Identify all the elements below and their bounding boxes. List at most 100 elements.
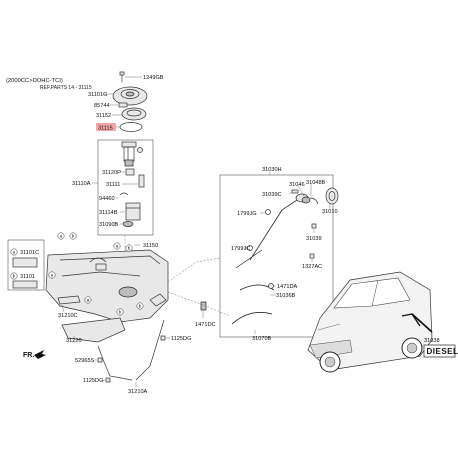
label-31101c: 31101C [20,250,39,256]
label-31210c: 31210C [58,313,78,319]
callout-b-1: b [69,232,77,240]
pad-31101-icon [12,280,38,289]
svg-text:b: b [128,246,131,251]
label-85744: 85744 [94,103,110,109]
filler-neck-box [219,174,334,338]
gasket-31115[interactable] [119,122,143,132]
svg-text:a: a [87,298,90,303]
filter-31114b[interactable] [125,202,141,221]
diesel-badge [423,344,456,358]
connector-tank-neck [167,257,221,283]
under-cover-31220[interactable] [61,317,126,343]
tank-strap-left[interactable] [97,345,133,381]
label-31036b: 31036B [276,293,296,299]
nut-52965s[interactable] [97,357,103,363]
label-31101g: 31101G [88,92,108,98]
label-1125dg-a: 1125DG [171,336,191,342]
callout-b-legend: b [10,272,18,280]
label-31010: 31010 [322,209,338,215]
fuel-pump-module-31110a[interactable] [121,141,143,167]
legend-box [7,239,45,291]
svg-text:b: b [13,274,16,279]
label-31220: 31220 [66,338,82,344]
label-94460: 94460 [99,196,115,202]
vehicle-illustration [307,271,433,373]
label-1125dg-b: 1125DG [83,378,103,384]
reference-header: REF.PARTS 14 - 31115 [40,85,92,91]
fuel-door-indicator [401,313,433,333]
label-31210a: 31210A [128,389,148,395]
callout-a-2: a [113,242,121,250]
pump-module-box [97,139,154,236]
tank-strap-right[interactable] [135,319,165,381]
label-31152: 31152 [96,113,111,119]
label-31114b: 31114B [99,210,118,216]
diesel-label: DIESEL [427,347,458,356]
bolt-1249gb[interactable] [119,71,125,82]
cap-31046[interactable] [301,196,311,204]
label-31090b: 31090B [99,222,119,228]
strainer-31090b[interactable] [122,221,134,227]
hose-31039c[interactable] [291,189,299,194]
connector-tank-hose [167,291,231,317]
label-52965s: 52965S [75,358,95,364]
hose-31070b[interactable] [231,312,273,325]
svg-text:b: b [72,234,75,239]
clamp-1471da[interactable] [268,283,274,289]
filler-neck-31030h[interactable] [235,193,309,269]
lock-ring-31152[interactable] [121,107,147,121]
label-31039: 31039 [306,236,322,242]
sender-31120p[interactable] [125,168,135,176]
tether-31048b[interactable] [309,197,319,205]
callout-a-3: a [48,271,56,279]
callout-b-4: b [136,302,144,310]
engine-spec-header: (2000CC>DOHC-TCI) [6,78,63,84]
pump-31111[interactable] [138,174,145,188]
clamp-1799jg[interactable] [265,209,271,215]
clip-94460[interactable] [119,192,129,196]
label-1799jg: 1799JG [237,211,257,217]
label-31070b: 31070B [252,336,272,342]
svg-text:b: b [139,304,142,309]
fuel-door-31010[interactable] [325,187,339,205]
label-31046: 31046 [289,182,305,188]
screw-1327ac[interactable] [309,253,315,259]
callout-b-3: b [116,308,124,316]
callout-a-1: a [57,232,65,240]
label-31030h: 31030H [262,167,282,173]
callout-a-4: a [84,296,92,304]
label-1327ac: 1327AC [302,264,322,270]
front-indicator: FR. [23,352,34,359]
highlight-31115 [96,123,116,131]
label-1799jc: 1799JC [231,246,250,252]
label-31039c: 31039C [262,192,282,198]
label-31101: 31101 [20,274,35,280]
label-31048b: 31048B [306,180,326,186]
label-31150: 31150 [143,243,158,249]
label-31115: 31115 [98,126,113,132]
label-31120p: 31120P [102,170,121,176]
label-31038: 31038 [424,338,440,344]
svg-text:a: a [116,244,119,249]
cover-plate-31101g[interactable] [112,86,148,106]
pad-31101c-icon [12,257,38,268]
fuel-tank-31150[interactable] [45,249,169,323]
bolt-31039[interactable] [311,223,317,229]
label-31110a: 31110A [72,181,91,187]
clip-1471dc[interactable] [200,301,207,311]
label-1471dc: 1471DC [195,322,216,328]
bolt-1125dg-b[interactable] [105,377,111,383]
svg-text:a: a [51,273,54,278]
protector-31210c[interactable] [57,295,81,305]
svg-text:a: a [13,250,16,255]
front-arrow-icon [34,350,46,359]
bracket-85744[interactable] [118,102,128,108]
label-1471da: 1471DA [277,284,297,290]
label-1249gb: 1249GB [143,75,164,81]
bolt-1125dg-a[interactable] [160,335,166,341]
callout-a-legend: a [10,248,18,256]
callout-b-2: b [125,244,133,252]
label-31111: 31111 [106,182,120,188]
svg-text:a: a [60,234,63,239]
svg-text:b: b [119,310,122,315]
